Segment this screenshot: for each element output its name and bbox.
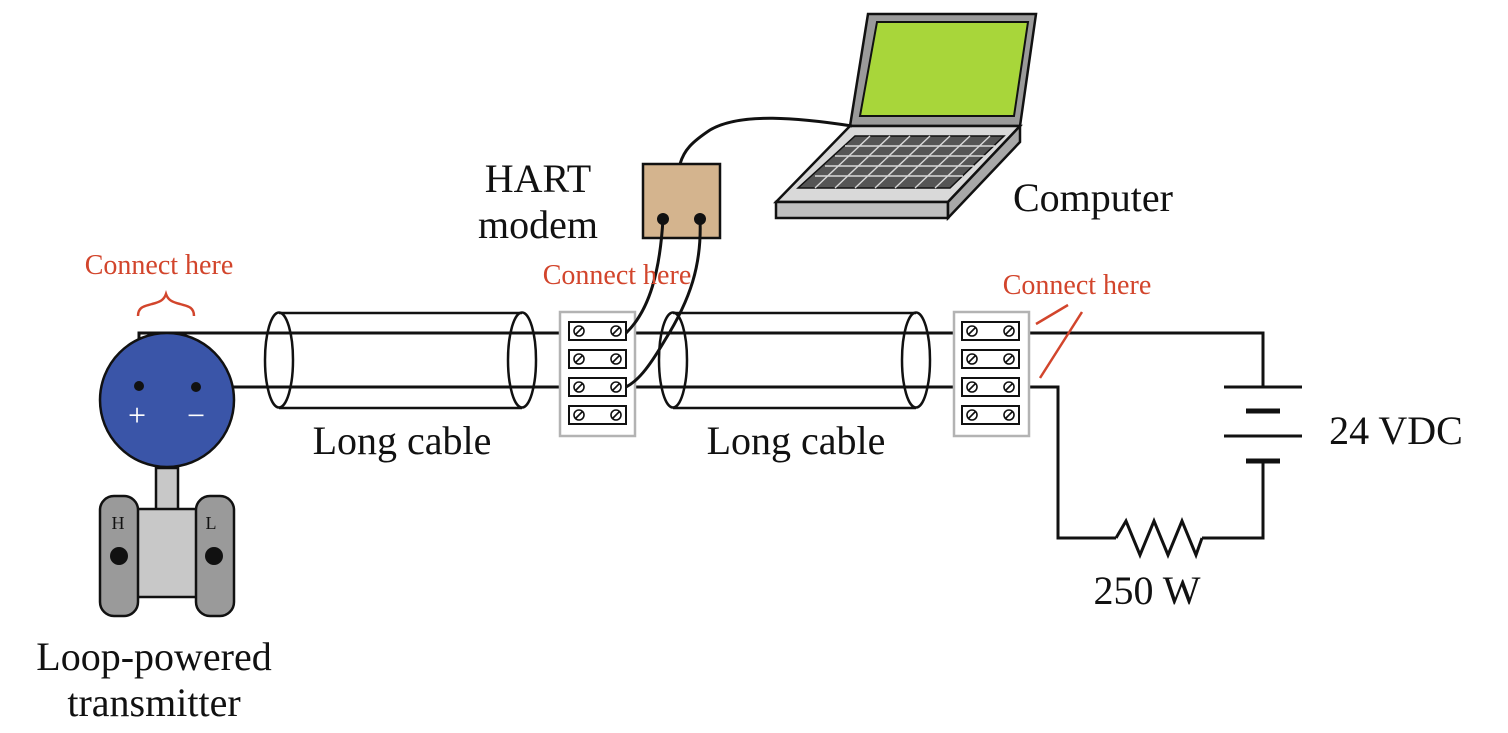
port-high-label: H <box>112 513 125 533</box>
usb-cable <box>678 116 853 165</box>
laptop-screen <box>858 21 1030 117</box>
connect-here-right-pointer-top <box>1035 303 1069 326</box>
long-cable-2-label: Long cable <box>707 418 886 463</box>
terminal-minus-dot <box>191 382 201 392</box>
modem-lead-right <box>625 218 702 389</box>
transmitter-body <box>134 507 200 599</box>
resistor-label: 250 W <box>1093 568 1200 613</box>
connect-here-right-label: Connect here <box>1003 270 1152 301</box>
port-low-label: L <box>206 513 217 533</box>
modem-lead-left <box>624 218 665 335</box>
long-cable-2 <box>657 311 932 410</box>
terminal-minus-label: − <box>187 397 205 433</box>
hart-modem-label-line2: modem <box>478 202 598 247</box>
long-cable-1 <box>263 311 538 410</box>
laptop-computer <box>773 12 1038 222</box>
loop-wires <box>137 331 1265 540</box>
port-high-icon <box>110 547 128 565</box>
hart-modem-box <box>641 162 722 240</box>
transmitter-label-line1: Loop-powered <box>36 634 271 679</box>
resistor-symbol <box>1114 517 1204 560</box>
hart-modem-label-line1: HART <box>485 156 591 201</box>
dc-power-supply <box>1224 385 1302 464</box>
connect-here-middle-label: Connect here <box>543 260 692 291</box>
terminal-plus-label: + <box>128 397 146 433</box>
terminal-strip-right <box>952 310 1031 438</box>
terminal-plus-dot <box>134 381 144 391</box>
transmitter-head <box>98 331 236 469</box>
connect-here-transmitter-label: Connect here <box>85 250 234 281</box>
loop-powered-transmitter <box>98 331 236 618</box>
terminal-strip-middle <box>558 310 637 438</box>
connect-here-right-pointer-bottom <box>1038 311 1084 379</box>
port-low-icon <box>205 547 223 565</box>
transmitter-label-line2: transmitter <box>67 680 240 725</box>
supply-voltage-label: 24 VDC <box>1329 408 1463 453</box>
long-cable-1-label: Long cable <box>313 418 492 463</box>
hart-modem <box>641 162 722 240</box>
connect-here-brace <box>136 290 196 317</box>
computer-label: Computer <box>1013 175 1173 220</box>
